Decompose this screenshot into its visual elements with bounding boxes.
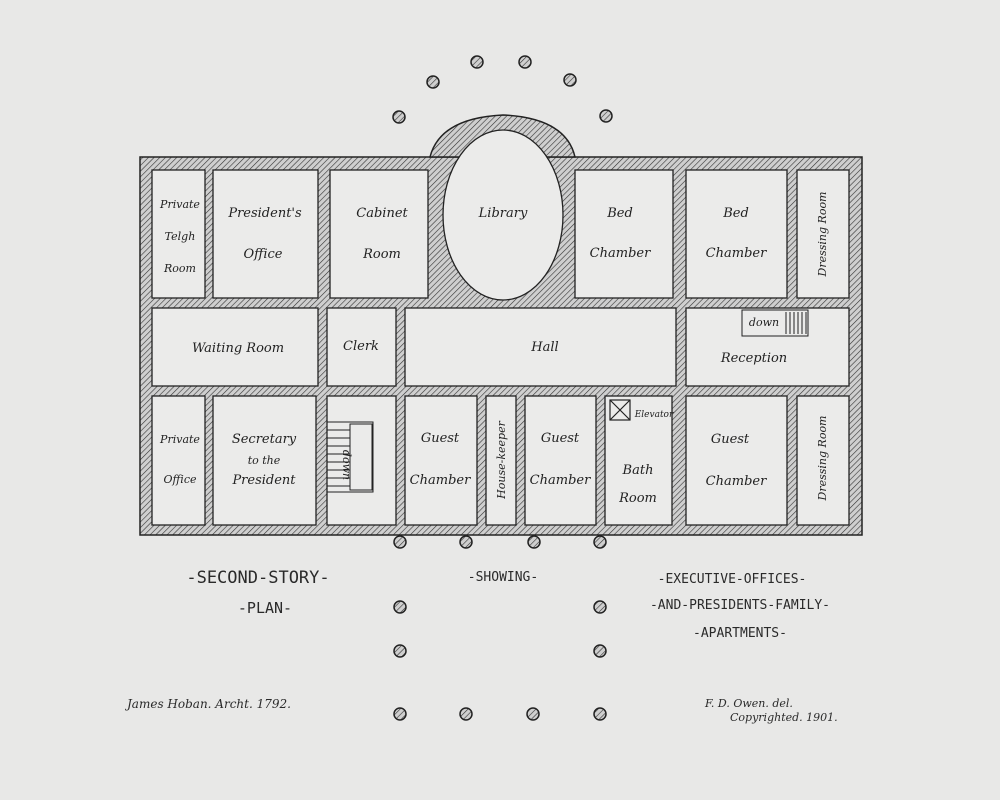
room-private-office [151,395,206,526]
room-bed-chamber-1 [574,169,674,299]
label-private-office-2: Office [164,473,197,486]
label-reception: Reception [720,351,787,366]
label-private-telgh-1: Private [159,198,200,211]
room-library [442,129,564,301]
room-house-keeper [485,395,517,526]
label-dressing-bottom: Dressing Room [816,416,829,502]
room-dressing-top [796,169,850,299]
room-reception [685,307,850,387]
label-secretary-2: to the [248,454,281,467]
label-waiting-room: Waiting Room [192,341,284,356]
caption-showing: -SHOWING- [468,570,538,585]
stair-right [741,309,809,337]
room-guest-chamber-3 [685,395,788,526]
room-guest-chamber-2 [524,395,597,526]
room-dressing-bottom [796,395,850,526]
room-elevator-bath [604,395,673,526]
caption-second-story: -SECOND-STORY- [186,568,329,588]
label-elevator: Elevator [634,410,674,420]
caption-presidents-family: -AND-PRESIDENTS-FAMILY- [650,598,830,613]
label-guest-3b: Chamber [706,474,767,489]
label-secretary-1: Secretary [232,432,297,447]
credit-delineator: F. D. Owen. del. [704,697,793,710]
label-clerk: Clerk [343,339,379,354]
label-guest-1b: Chamber [410,473,471,488]
label-private-telgh-3: Room [163,262,196,275]
caption-apartments: -APARTMENTS- [693,626,787,641]
room-presidents-office [212,169,319,299]
credit-architect: James Hoban. Archt. 1792. [124,697,291,711]
stair-left [326,421,374,493]
room-guest-chamber-1 [404,395,478,526]
label-presidents-office-2: Office [244,247,283,262]
label-cabinet-1: Cabinet [356,206,408,221]
label-library: Library [478,206,528,221]
label-cabinet-2: Room [362,247,401,262]
label-hall: Hall [530,340,558,355]
room-secretary [212,395,317,526]
room-waiting [151,307,319,387]
label-dressing-top: Dressing Room [816,192,829,278]
label-guest-2a: Guest [541,431,580,446]
columns [392,55,613,721]
label-secretary-3: President [231,473,296,488]
room-hall [404,307,677,387]
label-bath-1: Bath [622,463,654,478]
caption-executive-offices: -EXECUTIVE-OFFICES- [658,572,807,587]
label-bath-2: Room [618,491,657,506]
room-private-telgh [151,169,206,299]
room-cabinet [329,169,429,299]
room-bed-chamber-2 [685,169,788,299]
label-house-keeper: House-keeper [495,420,508,499]
label-down-left: down [340,450,353,480]
label-presidents-office-1: President's [227,206,302,221]
room-clerk [326,307,397,387]
label-down-right: down [749,316,779,329]
label-bed-chamber-1a: Bed [606,206,633,221]
elevator-shaft [609,399,631,421]
label-private-telgh-2: Telgh [165,230,196,243]
label-guest-3a: Guest [711,432,750,447]
label-guest-2b: Chamber [530,473,591,488]
caption-plan: -PLAN- [238,599,292,617]
label-guest-1a: Guest [421,431,460,446]
credit-copyright: Copyrighted. 1901. [730,711,838,724]
label-bed-chamber-1b: Chamber [590,246,651,261]
label-bed-chamber-2b: Chamber [706,246,767,261]
label-bed-chamber-2a: Bed [722,206,749,221]
label-private-office-1: Private [159,433,200,446]
room-stair [326,395,397,526]
